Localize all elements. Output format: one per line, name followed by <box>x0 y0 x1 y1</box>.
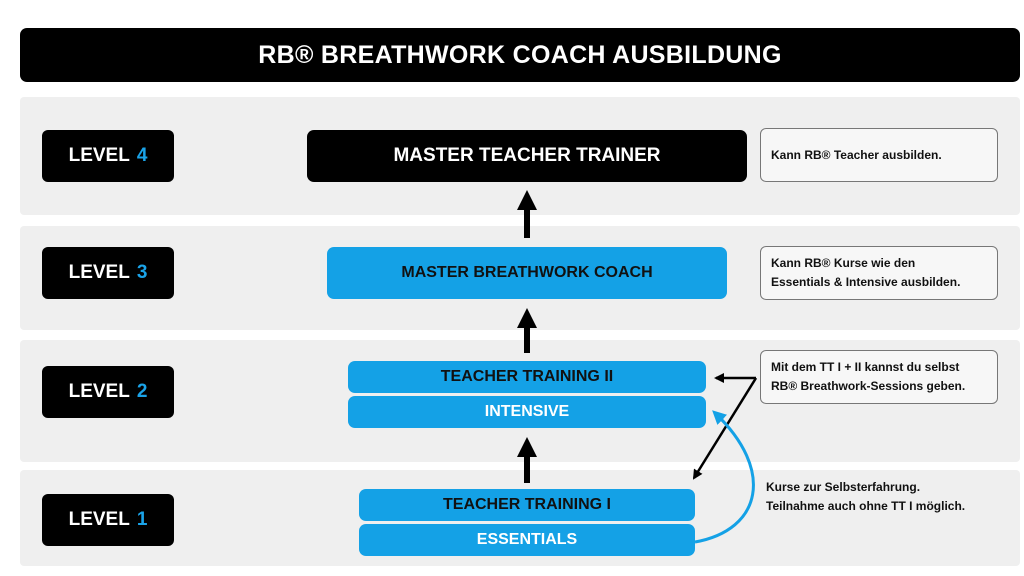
level-3-number: 3 <box>136 262 148 283</box>
teacher-training-1-box: TEACHER TRAINING I <box>359 489 695 521</box>
level-2-badge: LEVEL 2 <box>42 366 174 418</box>
master-teacher-trainer-label: MASTER TEACHER TRAINER <box>393 145 661 166</box>
title-bar: RB® BREATHWORK COACH AUSBILDUNG <box>20 28 1020 82</box>
arrow-up-level2-to-level3 <box>517 308 537 353</box>
level-1-badge: LEVEL 1 <box>42 494 174 546</box>
master-breathwork-coach-label: MASTER BREATHWORK COACH <box>401 264 653 281</box>
level-4-label: LEVEL <box>68 145 130 166</box>
essentials-label: ESSENTIALS <box>476 531 578 548</box>
level-2-label: LEVEL <box>68 381 130 402</box>
page-title: RB® BREATHWORK COACH AUSBILDUNG <box>258 40 782 69</box>
curved-arrow-essentials-to-intensive <box>694 410 755 544</box>
arrow-up-level1-to-level2 <box>517 437 537 483</box>
level-3-label: LEVEL <box>68 262 130 283</box>
level-4-note: Kann RB® Teacher ausbilden. <box>760 128 998 182</box>
level-3-badge: LEVEL 3 <box>42 247 174 299</box>
level-4-badge: LEVEL 4 <box>42 130 174 182</box>
level-4-number: 4 <box>136 145 148 166</box>
level-1-note-text: Kurse zur Selbsterfahrung. Teilnahme auc… <box>766 480 966 513</box>
level-1-number: 1 <box>136 509 148 530</box>
master-teacher-trainer-box: MASTER TEACHER TRAINER <box>307 130 747 182</box>
pointer-to-teacher-training-1 <box>692 377 758 480</box>
level-4-note-text: Kann RB® Teacher ausbilden. <box>771 147 942 162</box>
essentials-box: ESSENTIALS <box>359 524 695 556</box>
level-1-label: LEVEL <box>68 509 130 530</box>
level-3-note-text: Kann RB® Kurse wie den Essentials & Inte… <box>771 256 961 289</box>
master-breathwork-coach-box: MASTER BREATHWORK COACH <box>327 247 727 299</box>
teacher-training-1-label: TEACHER TRAINING I <box>443 496 611 513</box>
intensive-box: INTENSIVE <box>348 396 706 428</box>
teacher-training-2-label: TEACHER TRAINING II <box>440 368 614 385</box>
teacher-training-2-box: TEACHER TRAINING II <box>348 361 706 393</box>
level-3-note: Kann RB® Kurse wie den Essentials & Inte… <box>760 246 998 300</box>
arrow-up-level3-to-level4 <box>517 190 537 238</box>
level-2-note-text: Mit dem TT I + II kannst du selbst RB® B… <box>771 360 966 393</box>
level-2-number: 2 <box>136 381 148 402</box>
level-2-note: Mit dem TT I + II kannst du selbst RB® B… <box>760 350 998 404</box>
intensive-label: INTENSIVE <box>484 403 570 420</box>
